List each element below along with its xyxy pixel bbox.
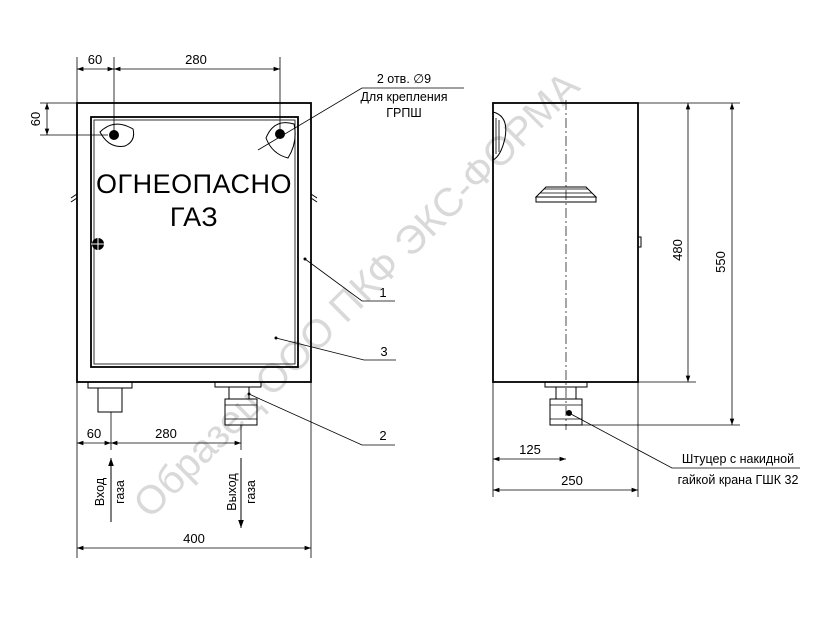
- door-outline: [90, 116, 299, 368]
- hole-note: 2 отв. ∅9 Для крепления ГРПШ: [257, 72, 464, 151]
- right-hinge-mark: [310, 193, 318, 203]
- fitting-note-line1: Штуцер с накидной: [682, 452, 794, 466]
- callout-3: 3: [274, 336, 396, 361]
- door-warning-line2: ГАЗ: [170, 202, 218, 232]
- dim-depth: 250: [561, 473, 583, 488]
- svg-text:2: 2: [379, 428, 386, 443]
- inlet-arrow: Вход газа: [93, 458, 127, 522]
- svg-text:1: 1: [379, 285, 386, 300]
- svg-text:3: 3: [380, 344, 387, 359]
- outlet-arrow: Выход газа: [225, 458, 258, 528]
- mounting-hole-right: [265, 122, 296, 159]
- dim-center: 125: [519, 442, 541, 457]
- inlet-label-1: Вход: [93, 477, 107, 506]
- door-inner-edge: [93, 119, 296, 365]
- outlet-label-2: газа: [244, 480, 258, 504]
- dim-body-height: 480: [670, 239, 685, 261]
- dim-hole-offset: 60: [88, 52, 102, 67]
- fitting-note-line2: гайкой крана ГШК 32: [678, 473, 799, 487]
- side-hinge: [492, 111, 507, 161]
- dim-hole-spacing: 280: [185, 52, 207, 67]
- hole-note-line1: 2 отв. ∅9: [377, 72, 431, 86]
- dim-inlet-offset: 60: [87, 426, 101, 441]
- dim-pipe-spacing: 280: [155, 426, 177, 441]
- inlet-label-2: газа: [113, 480, 127, 504]
- top-dimension: 60 280: [76, 52, 281, 135]
- hole-note-line2: Для крепления: [360, 90, 447, 104]
- front-view: ОГНЕОПАСНО ГАЗ 60 280 60 2 отв. ∅9 Для к…: [28, 52, 464, 558]
- height-dimensions: 480 550: [582, 102, 740, 426]
- cabinet-outline: [76, 102, 312, 383]
- dim-width: 400: [183, 531, 205, 546]
- outlet-fitting: [214, 381, 262, 426]
- vent-louver: [534, 186, 598, 203]
- door-warning-line1: ОГНЕОПАСНО: [96, 169, 292, 199]
- door-latch: [637, 236, 642, 248]
- outlet-label-1: Выход: [225, 473, 239, 511]
- width-dimension: 400: [77, 382, 312, 558]
- inlet-pipe: [87, 381, 133, 413]
- dim-hole-vertical: 60: [28, 112, 43, 126]
- dim-total-height: 550: [713, 251, 728, 273]
- side-view: Штуцер с накидной гайкой крана ГШК 32 48…: [492, 100, 800, 497]
- depth-dimensions: 125 250: [492, 382, 639, 497]
- callout-2: 2: [248, 393, 395, 446]
- door-lock: [91, 237, 105, 251]
- hole-note-line3: ГРПШ: [386, 106, 422, 120]
- pipe-dimension: 60 280: [76, 382, 242, 558]
- callout-1: 1: [303, 257, 395, 302]
- fitting-note: Штуцер с накидной гайкой крана ГШК 32: [568, 412, 800, 487]
- left-hinge-mark: [70, 193, 78, 203]
- left-vertical-dimension: 60: [28, 102, 108, 136]
